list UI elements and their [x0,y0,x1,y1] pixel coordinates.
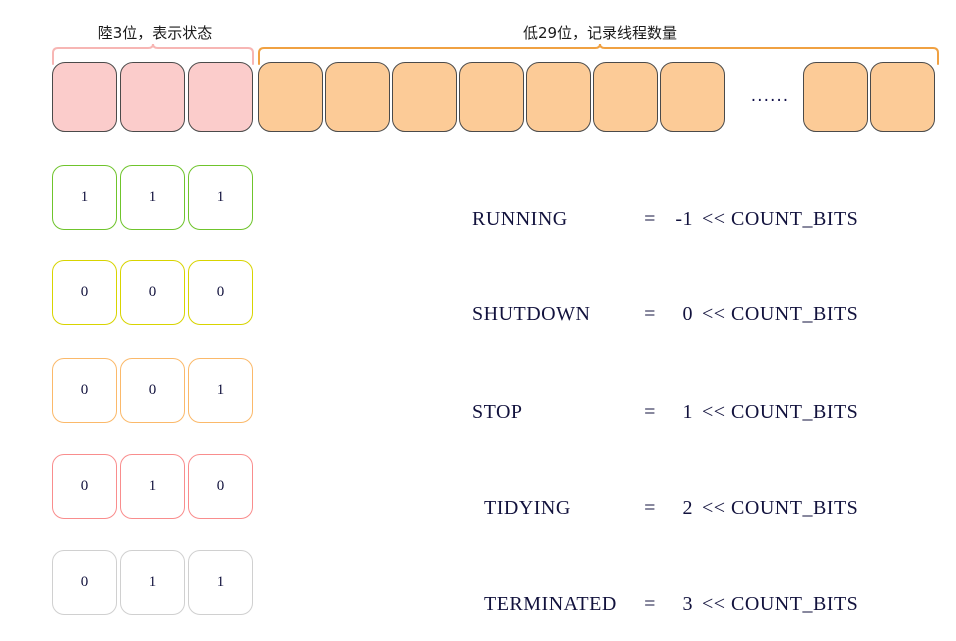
bit-cell: 1 [188,165,253,230]
bit-cell: 1 [120,165,185,230]
bit-cell: 1 [52,165,117,230]
count-bit-cell [459,62,524,132]
equals-sign: = [644,401,656,423]
bitfield-ellipsis: ...... [750,86,790,106]
state-row-tidying: 0 1 0 TIDYING = 2 << COUNT_BITS [0,454,956,526]
equals-sign: = [644,593,656,615]
state-name: RUNNING [472,208,568,230]
state-bit-cell [188,62,253,132]
count-bit-cell [258,62,323,132]
state-value: 0 [682,303,693,325]
state-expression-stop: STOP = 1 << COUNT_BITS [450,378,858,447]
state-row-shutdown: 0 0 0 SHUTDOWN = 0 << COUNT_BITS [0,260,956,332]
count-bit-cell [593,62,658,132]
equals-sign: = [644,208,656,230]
shift-expression: << COUNT_BITS [702,401,859,423]
state-expression-tidying: TIDYING = 2 << COUNT_BITS [462,474,858,543]
state-value: 3 [682,593,693,615]
state-expression-shutdown: SHUTDOWN = 0 << COUNT_BITS [450,280,858,349]
shift-expression: << COUNT_BITS [702,208,859,230]
low-bits-brace [258,44,939,65]
state-bit-cell [52,62,117,132]
state-expression-running: RUNNING = -1 << COUNT_BITS [450,185,858,254]
bit-cell: 0 [52,358,117,423]
state-row-stop: 0 0 1 STOP = 1 << COUNT_BITS [0,358,956,430]
state-name: TIDYING [484,497,571,519]
shift-expression: << COUNT_BITS [702,303,859,325]
high-bits-brace-label: 陸3位，表示状态 [97,24,213,42]
bit-cell: 0 [52,260,117,325]
bit-cell: 1 [188,550,253,615]
bit-cell: 1 [120,454,185,519]
state-bit-cell [120,62,185,132]
shift-expression: << COUNT_BITS [702,593,859,615]
count-bit-cell [870,62,935,132]
low-bits-brace-label: 低29位，记录线程数量 [522,24,678,42]
state-expression-terminated: TERMINATED = 3 << COUNT_BITS [462,570,858,639]
bit-cell: 0 [52,550,117,615]
state-row-running: 1 1 1 RUNNING = -1 << COUNT_BITS [0,165,956,237]
high-bits-brace [52,44,254,65]
equals-sign: = [644,303,656,325]
bitfield-diagram: 陸3位，表示状态 低29位，记录线程数量 ...... [0,0,956,150]
state-value: 1 [682,401,693,423]
state-row-terminated: 0 1 1 TERMINATED = 3 << COUNT_BITS [0,550,956,622]
count-bit-cell [660,62,725,132]
shift-expression: << COUNT_BITS [702,497,859,519]
bit-cell: 0 [120,260,185,325]
equals-sign: = [644,497,656,519]
count-bit-cell [325,62,390,132]
count-bit-cell [392,62,457,132]
state-name: STOP [472,401,523,423]
bit-cell: 1 [120,550,185,615]
bit-cell: 0 [188,260,253,325]
state-value: -1 [675,208,693,230]
count-bit-cell [526,62,591,132]
bit-cell: 1 [188,358,253,423]
bit-cell: 0 [52,454,117,519]
state-name: TERMINATED [484,593,617,615]
state-value: 2 [682,497,693,519]
bit-cell: 0 [120,358,185,423]
state-name: SHUTDOWN [472,303,591,325]
count-bit-cell [803,62,868,132]
bit-cell: 0 [188,454,253,519]
